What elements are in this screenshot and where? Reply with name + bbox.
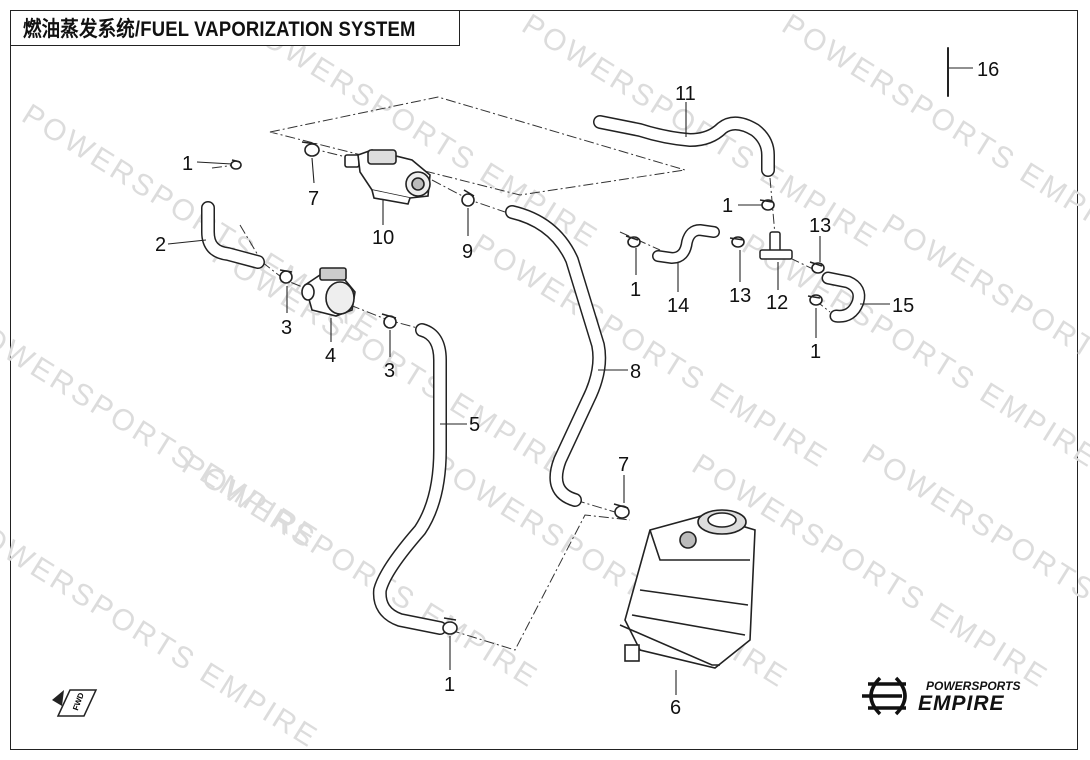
callout-1: 1 — [182, 153, 193, 175]
clip-9 — [461, 189, 475, 207]
clip-1-right-a — [759, 199, 775, 211]
hose-clips — [230, 141, 825, 635]
leader-lines — [167, 67, 973, 695]
callout-7: 7 — [618, 454, 629, 476]
clip-1-right-c — [807, 294, 823, 306]
clip-3-right — [381, 313, 397, 329]
forward-direction-icon: FWD — [52, 689, 98, 717]
clip-13-a — [729, 236, 745, 248]
callout-13: 13 — [729, 285, 751, 307]
watermark-text: POWERSPORTS EMPIRE — [0, 508, 324, 755]
callout-4: 4 — [325, 345, 336, 367]
callout-7: 7 — [308, 188, 319, 210]
page-title: 燃油蒸发系统/FUEL VAPORIZATION SYSTEM — [23, 18, 416, 41]
callout-6: 6 — [670, 697, 681, 719]
ref-line-clip-lower — [449, 514, 631, 651]
hose-5 — [372, 323, 447, 635]
brand-emblem-icon — [862, 676, 907, 716]
clip-7-top — [301, 141, 320, 157]
brand-top-text: POWERSPORTS — [926, 679, 1020, 693]
callout-2: 2 — [155, 234, 166, 256]
callout-16: 16 — [977, 59, 999, 81]
hose-14 — [652, 224, 720, 264]
ref-line-tee-clip — [769, 177, 776, 236]
callout-8: 8 — [630, 361, 641, 383]
callout-12: 12 — [766, 292, 788, 314]
ref-line-tee-right — [789, 257, 816, 271]
canister-6 — [619, 509, 756, 669]
callout-14: 14 — [667, 295, 689, 317]
brand-main-text: EMPIRE — [918, 692, 1005, 715]
callout-1: 1 — [630, 279, 641, 301]
filter-4 — [301, 267, 356, 317]
callout-15: 15 — [892, 295, 914, 317]
clip-3-left — [279, 269, 293, 284]
callout-9: 9 — [462, 241, 473, 263]
callout-11: 11 — [675, 83, 696, 105]
clip-1-top — [230, 159, 242, 170]
watermark-layer: POWERSPORTS EMPIRE POWERSPORTS EMPIRE PO… — [0, 8, 1090, 755]
drawing-frame — [10, 10, 1078, 750]
clip-1-right-b — [625, 235, 641, 248]
brand-logo: POWERSPORTS EMPIRE — [862, 676, 1020, 716]
callout-10: 10 — [372, 227, 394, 249]
ref-line-upper-frame — [269, 96, 686, 196]
purge-valve-10 — [344, 149, 431, 205]
hose-2 — [201, 201, 265, 269]
hose-8 — [505, 205, 607, 507]
callouts: 1 2 3 4 3 7 10 9 5 8 11 16 1 13 1 14 13 … — [155, 59, 999, 719]
ref-line-clip3-filter4 — [261, 261, 306, 289]
clip-7-tank — [613, 503, 630, 519]
callout-13: 13 — [809, 215, 831, 237]
hoses — [201, 47, 949, 635]
title-box: 燃油蒸发系统/FUEL VAPORIZATION SYSTEM — [10, 10, 460, 46]
callout-3: 3 — [281, 317, 292, 339]
clip-13-b — [809, 261, 825, 274]
tee-fitting-12 — [759, 231, 793, 260]
ref-line-hose2-clip — [239, 224, 263, 263]
callout-5: 5 — [469, 414, 480, 436]
hose-11 — [593, 115, 775, 177]
callout-1: 1 — [722, 195, 733, 217]
clip-1-bottom — [442, 617, 458, 635]
hose-15 — [821, 271, 866, 323]
callout-1: 1 — [444, 674, 455, 696]
callout-1: 1 — [810, 341, 821, 363]
callout-3: 3 — [384, 360, 395, 382]
